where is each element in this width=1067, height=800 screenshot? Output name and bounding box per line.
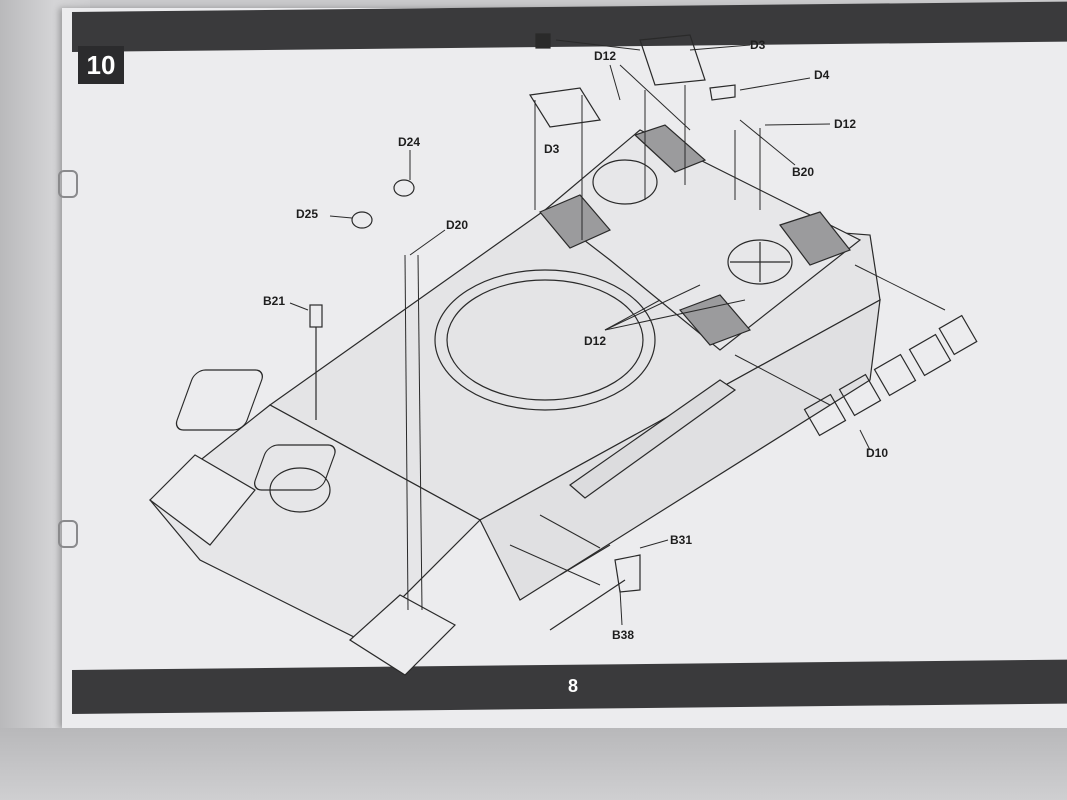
page-number: 8: [567, 676, 578, 696]
part-label: D12: [834, 117, 857, 131]
engine-fan-right: [727, 239, 793, 285]
track-links: [803, 314, 978, 437]
grille-c: [678, 294, 752, 346]
part-d25: [351, 211, 373, 229]
part-label: D3: [750, 38, 766, 52]
part-d3-top: [639, 34, 706, 86]
part-label: D24: [398, 135, 421, 149]
grille-b: [633, 124, 707, 173]
mudguard-right: [349, 594, 456, 676]
step-number-badge: 10: [78, 46, 124, 84]
mudguard-left: [149, 454, 256, 546]
part-d24: [393, 179, 415, 197]
part-label: B38: [612, 628, 635, 642]
tow-cable-tube: [569, 379, 737, 499]
part-label: D12: [584, 334, 607, 348]
hatch-plate-left: [175, 369, 263, 431]
turret-ring-inner: [446, 279, 644, 401]
binding-staple-upper: [58, 170, 78, 198]
turret-ring: [434, 269, 656, 411]
front-glacis-plate: [149, 404, 481, 641]
grille-d: [779, 211, 851, 266]
engine-deck-outline: [544, 129, 862, 351]
part-label: B21: [263, 294, 286, 308]
table-surface: [0, 728, 1067, 800]
grille-a: [539, 194, 611, 249]
part-label: D3: [544, 142, 560, 156]
engine-fan-left: [592, 159, 658, 205]
part-label: D25: [296, 207, 319, 221]
part-label: D20: [446, 218, 469, 232]
part-label: D4: [814, 68, 830, 82]
part-label: B20: [792, 165, 815, 179]
part-b38: [614, 554, 641, 593]
part-b21: [309, 304, 323, 328]
part-label: D12: [594, 49, 617, 63]
part-d3-left: [529, 87, 601, 128]
part-label: D10: [866, 446, 889, 460]
part-s-icon: [535, 33, 551, 49]
binding-staple-lower: [58, 520, 78, 548]
part-d4: [709, 84, 736, 101]
hatch-plate-right: [254, 444, 336, 491]
part-label: B31: [670, 533, 693, 547]
hull-side-plate: [479, 298, 881, 601]
